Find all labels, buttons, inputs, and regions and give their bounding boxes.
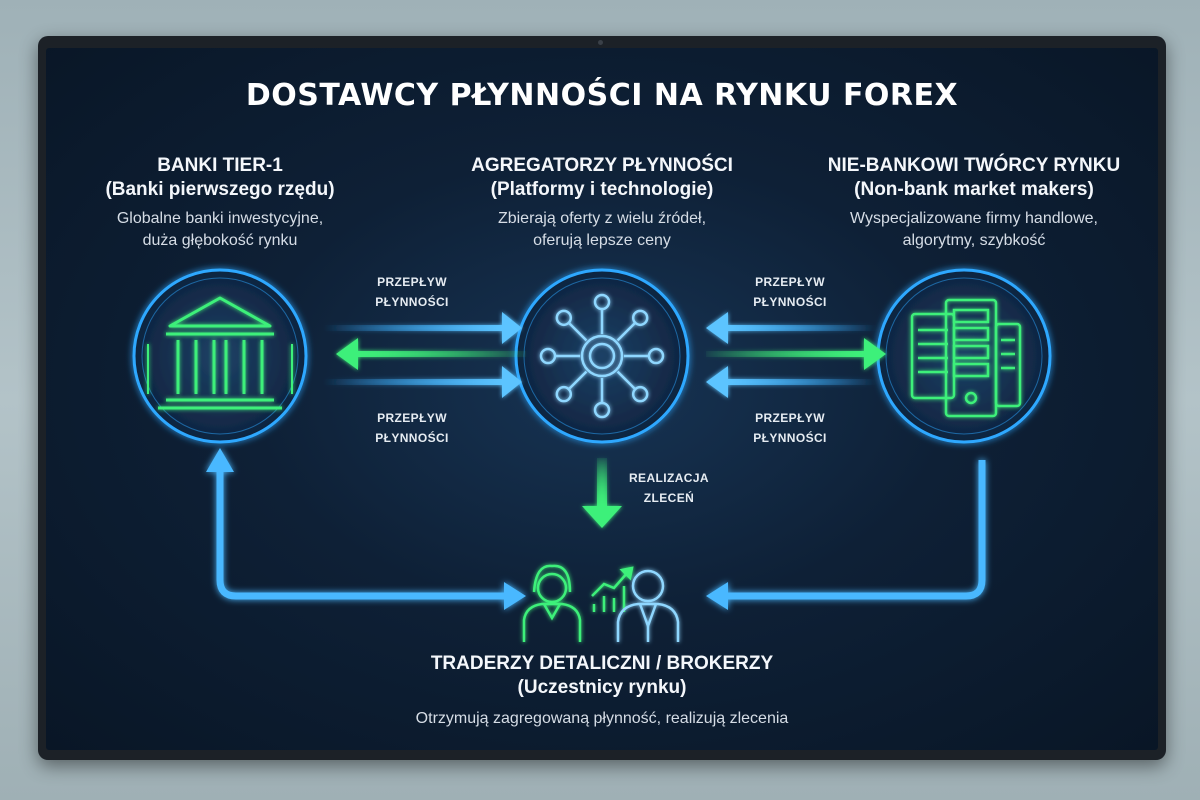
traders-title: TRADERZY DETALICZNI / BROKERZY <box>430 653 774 674</box>
execution-arrow <box>582 458 622 528</box>
aggregator-node <box>514 268 690 444</box>
execution-label: REALIZACJA ZLECEŃ <box>614 468 724 508</box>
flow-label-right-bottom: PRZEPŁYW PŁYNNOŚCI <box>730 408 850 448</box>
banks-subtitle: (Banki pierwszego rzędu) <box>105 179 335 200</box>
flow-arrow-bank-to-agg-top <box>324 312 522 344</box>
flow-label-right-top: PRZEPŁYW PŁYNNOŚCI <box>730 272 850 312</box>
hub-node <box>555 385 573 403</box>
banks-desc-line2: duża głębokość rynku <box>142 232 298 249</box>
flow-label-line: PŁYNNOŚCI <box>753 431 827 445</box>
traders-subtitle: (Uczestnicy rynku) <box>517 677 687 698</box>
flow-label-line: PRZEPŁYW <box>377 411 447 425</box>
traders-desc: Otrzymują zagregowaną płynność, realizuj… <box>415 710 789 727</box>
screen: DOSTAWCY PŁYNNOŚCI NA RYNKU FOREX BANKI … <box>46 48 1158 750</box>
nonbank-subtitle: (Non-bank market makers) <box>854 179 1094 200</box>
flow-label-line: PRZEPŁYW <box>377 275 447 289</box>
hub-spoke <box>568 322 588 342</box>
flow-arrow-agg-to-bank <box>336 338 526 370</box>
flow-arrow-bank-to-agg-bottom <box>324 366 522 398</box>
hub-spoke <box>616 322 636 342</box>
nonbank-title: NIE-BANKOWI TWÓRCY RYNKU <box>827 155 1121 176</box>
diagram-canvas <box>132 268 1052 642</box>
aggregators-title: AGREGATORZY PŁYNNOŚCI <box>471 155 733 176</box>
aggregators-subtitle: (Platformy i technologie) <box>490 179 714 200</box>
aggregators-desc-line1: Zbierają oferty z wielu źródeł, <box>497 210 707 227</box>
flow-label-line: PRZEPŁYW <box>755 275 825 289</box>
nonbank-desc-line1: Wyspecjalizowane firmy handlowe, <box>850 210 1098 227</box>
flow-arrow-nonbank-to-agg-top <box>706 312 876 344</box>
hub-node <box>593 401 611 419</box>
flow-label-line: PŁYNNOŚCI <box>375 295 449 309</box>
traders-people-icon <box>522 564 680 642</box>
execution-label-line: ZLECEŃ <box>643 491 695 505</box>
network-hub-icon <box>539 293 665 419</box>
hub-node <box>631 385 649 403</box>
flow-label-left-bottom: PRZEPŁYW PŁYNNOŚCI <box>352 408 472 448</box>
bank-building-icon <box>147 296 293 410</box>
aggregators-desc-line2: oferują lepsze ceny <box>533 232 671 249</box>
bank-node <box>132 268 308 444</box>
banks-title: BANKI TIER-1 <box>157 155 283 176</box>
hub-node <box>539 347 557 365</box>
loop-arrow-nonbank-to-traders <box>706 460 986 610</box>
webcam-dot <box>598 40 603 45</box>
hub-spoke <box>616 370 636 390</box>
server-rack-icon <box>910 298 1022 418</box>
nonbank-node <box>876 268 1052 444</box>
hub-node <box>631 309 649 327</box>
banks-desc-line1: Globalne banki inwestycyjne, <box>116 210 324 227</box>
page-title: DOSTAWCY PŁYNNOŚCI NA RYNKU FOREX <box>245 78 959 113</box>
flow-arrow-agg-to-nonbank <box>706 338 886 370</box>
execution-label-line: REALIZACJA <box>628 471 709 485</box>
hub-node <box>555 309 573 327</box>
flow-arrow-nonbank-to-agg-bottom <box>706 366 876 398</box>
flow-label-left-top: PRZEPŁYW PŁYNNOŚCI <box>352 272 472 312</box>
hub-node <box>593 293 611 311</box>
loop-arrow-traders-to-bank <box>206 448 526 610</box>
hub-node <box>647 347 665 365</box>
flow-label-line: PRZEPŁYW <box>755 411 825 425</box>
hub-spoke <box>568 370 588 390</box>
flow-label-line: PŁYNNOŚCI <box>375 431 449 445</box>
flow-label-line: PŁYNNOŚCI <box>753 295 827 309</box>
nonbank-desc-line2: algorytmy, szybkość <box>902 232 1046 249</box>
